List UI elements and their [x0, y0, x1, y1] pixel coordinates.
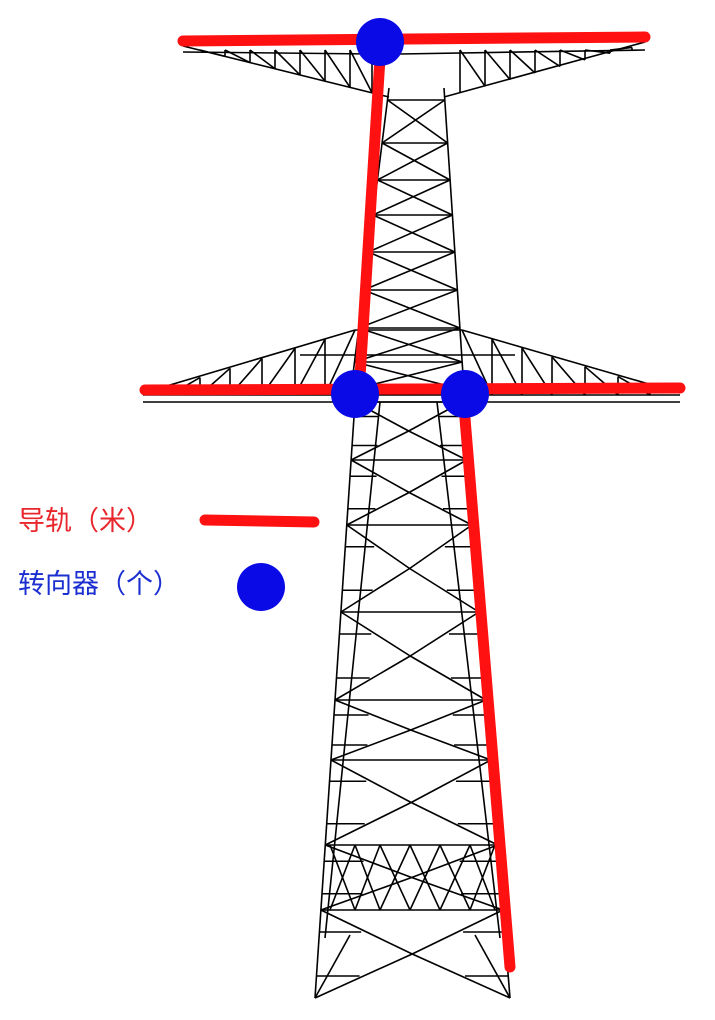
lower-arm-slope-left	[142, 329, 356, 394]
tower-brace	[320, 876, 412, 911]
top-arm-brace	[324, 49, 351, 88]
top-arm-brace	[609, 46, 633, 51]
mast-brace	[354, 327, 461, 363]
top-arm-brace	[299, 49, 326, 82]
mast-brace	[368, 214, 453, 253]
tower-brace	[409, 655, 487, 701]
tower-brace	[346, 524, 411, 570]
base-brace	[469, 844, 496, 911]
top-arm-brace	[509, 49, 536, 74]
base-brace	[329, 844, 356, 911]
base-brace	[409, 844, 441, 911]
tower-brace	[410, 759, 492, 804]
tower-brace	[334, 699, 411, 731]
tower-brace	[334, 655, 411, 701]
tower-brace	[411, 844, 498, 879]
base-brace	[379, 844, 411, 911]
base-foot-brace	[314, 934, 351, 999]
tower-brace	[340, 611, 411, 657]
tower-lattice	[142, 37, 681, 999]
tower-brace	[330, 759, 412, 804]
mast-brace	[387, 99, 449, 144]
tower-brace	[411, 909, 504, 955]
mast-brace	[358, 327, 463, 363]
top-arm-brace	[534, 49, 561, 68]
guide-rails	[139, 31, 686, 973]
top-arm-brace	[349, 49, 373, 94]
base-brace	[354, 844, 381, 911]
top-arm-brace	[459, 49, 486, 87]
mast-brace	[358, 289, 458, 329]
rail-top-arm	[177, 31, 651, 47]
tower-brace	[409, 611, 480, 657]
mast-brace	[372, 179, 451, 216]
top-arm-brace	[224, 49, 251, 64]
turner-lower-left	[331, 370, 379, 418]
tower-brace	[409, 567, 480, 613]
legend-rail-label: 导轨（米）	[18, 506, 153, 537]
top-arm-brace	[559, 49, 586, 61]
tower-brace	[350, 430, 410, 461]
tower-brace	[330, 729, 411, 761]
legend-turner-label: 转向器（个）	[18, 569, 180, 600]
tower-brace	[346, 491, 410, 526]
tower-brace	[411, 953, 511, 999]
tower-inner-leg-left	[324, 401, 381, 939]
top-arm-brace	[484, 49, 511, 81]
tower-brace	[408, 491, 473, 526]
mast-brace	[377, 142, 449, 181]
tower-brace	[408, 430, 468, 461]
rail-mast	[353, 36, 387, 399]
mast-brace	[377, 179, 453, 216]
turners	[331, 18, 489, 418]
top-arm-chord	[399, 49, 646, 55]
mast-brace	[363, 251, 456, 291]
lower-arm-slope-right	[461, 329, 681, 394]
rail-tower-leg	[457, 388, 516, 973]
base-brace	[439, 844, 471, 911]
legend-rail-swatch	[199, 514, 320, 528]
tower-brace	[408, 459, 468, 494]
tower-brace	[410, 699, 487, 731]
mast-leg-right	[443, 87, 465, 391]
top-arm-brace	[274, 49, 301, 76]
tower-brace	[314, 953, 413, 999]
top-arm-brace	[584, 49, 611, 55]
tower-brace	[410, 801, 499, 846]
top-arm-brace	[199, 49, 226, 58]
rail-lower-arm	[139, 382, 686, 396]
mast-brace	[363, 289, 461, 329]
tower-brace	[409, 524, 473, 570]
mast-brace	[368, 251, 458, 291]
tower-brace	[410, 729, 492, 761]
mast-brace	[372, 214, 456, 253]
legend-turner-swatch	[237, 563, 285, 611]
tower-brace	[340, 567, 411, 613]
tower-brace	[324, 801, 412, 846]
tower-brace	[350, 459, 410, 494]
turner-lower-right	[441, 370, 489, 418]
mast-brace	[381, 142, 451, 181]
base-foot-brace	[474, 934, 511, 999]
turner-top	[356, 18, 404, 66]
tower-brace	[320, 909, 413, 955]
mast-brace	[381, 99, 446, 144]
top-arm-brace	[249, 49, 276, 70]
